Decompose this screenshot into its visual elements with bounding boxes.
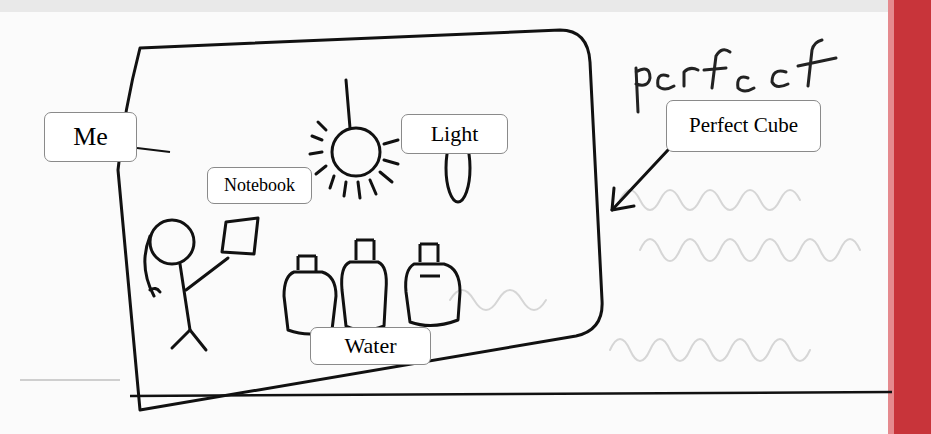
red-margin-edge (888, 0, 894, 434)
label-text: Notebook (224, 176, 295, 196)
red-margin (893, 0, 931, 434)
label-box: Perfect Cube (666, 100, 821, 152)
label-box: Water (310, 327, 431, 365)
notebook-sketch (222, 218, 258, 254)
label-text: Light (431, 122, 479, 146)
stick-figure (145, 220, 228, 350)
water-jugs (284, 240, 460, 334)
label-box: Light (401, 114, 508, 154)
label-text: Water (345, 334, 397, 358)
pointer-arrow (612, 150, 668, 210)
page-line (130, 392, 892, 396)
faint-line (20, 379, 120, 381)
label-text: Me (73, 123, 108, 152)
label-box: Me (44, 112, 137, 162)
paper-edge (0, 0, 931, 12)
cube-outline (118, 30, 602, 410)
pointer-line (137, 148, 170, 152)
label-box: Notebook (207, 167, 312, 204)
faint-handwriting (450, 190, 860, 361)
label-text: Perfect Cube (689, 114, 798, 137)
